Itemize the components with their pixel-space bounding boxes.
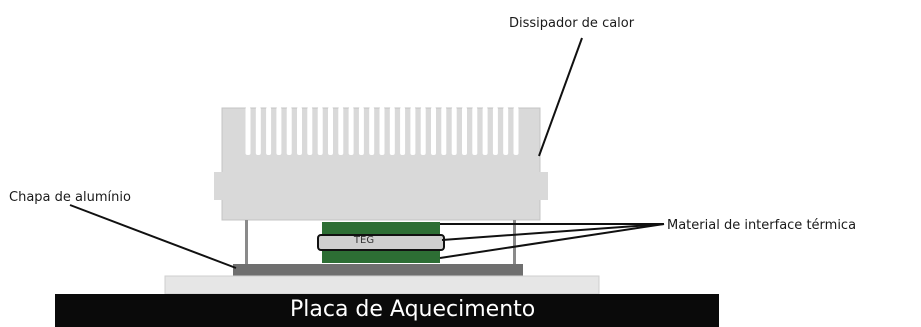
fin-slot xyxy=(431,107,436,155)
fin-slot xyxy=(317,107,323,155)
base-plate xyxy=(164,275,600,295)
thermal-interface-label: Material de interface térmica xyxy=(667,218,857,233)
thermal-interface-bottom xyxy=(322,249,440,263)
fin-slot xyxy=(513,107,519,155)
support-rod-left xyxy=(245,220,248,267)
aluminum-plate-label: Chapa de alumínio xyxy=(9,190,131,205)
fin-slot xyxy=(492,107,498,155)
heating-plate-label: Placa de Aquecimento xyxy=(290,297,536,322)
fin-slot xyxy=(472,107,478,155)
heating-plate xyxy=(55,294,719,327)
fin-slot xyxy=(255,107,261,155)
teg-module xyxy=(317,234,445,251)
heat-sink-fins xyxy=(245,107,519,155)
leader-aluminum-plate xyxy=(69,204,237,269)
heat-sink-label: Dissipador de calor xyxy=(509,16,635,31)
fin-slot xyxy=(369,107,375,155)
fin-slot xyxy=(400,107,406,155)
fin-slot xyxy=(410,107,416,155)
fin-slot xyxy=(420,107,426,155)
leader-lines xyxy=(69,37,665,269)
heat-sink xyxy=(214,107,548,221)
fin-slot xyxy=(286,107,292,155)
thermal-interface-top xyxy=(322,222,440,236)
fin-slot xyxy=(503,107,509,155)
fin-slot xyxy=(245,107,251,155)
fin-slot xyxy=(441,107,447,155)
fin-slot xyxy=(379,107,385,155)
fin-slot xyxy=(358,107,364,155)
heat-sink-left-tab xyxy=(214,172,224,200)
fin-slot xyxy=(348,107,354,155)
heat-sink-right-tab xyxy=(538,172,548,200)
fin-slot xyxy=(451,107,457,155)
fin-slot xyxy=(462,107,467,155)
fin-slot xyxy=(307,107,313,155)
aluminum-plate xyxy=(233,264,523,277)
support-rod-right xyxy=(513,220,516,267)
fin-slot xyxy=(482,107,488,155)
fin-slot xyxy=(389,107,395,155)
fin-slot xyxy=(276,107,282,155)
leader-heat-sink xyxy=(538,37,583,157)
teg-label: TEG xyxy=(353,235,375,246)
leader-tim-bottom xyxy=(439,223,665,259)
fin-slot xyxy=(266,107,272,155)
fin-slot xyxy=(297,107,302,155)
fin-slot xyxy=(328,107,333,155)
leader-tim-middle xyxy=(441,223,665,241)
fin-slot xyxy=(338,107,344,155)
